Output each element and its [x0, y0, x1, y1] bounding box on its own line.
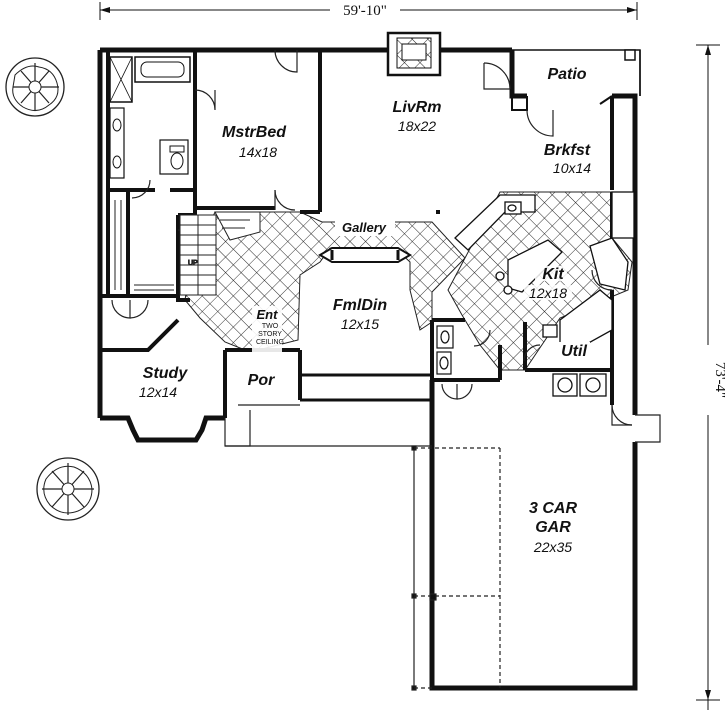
stair-up-label: UP — [188, 260, 198, 267]
toilet-icon — [159, 139, 189, 175]
width-dimension: 59'-10" — [99, 1, 638, 20]
staircase: UP — [179, 211, 261, 296]
room-name-kit: Kit — [542, 266, 564, 283]
closet-rods — [114, 200, 174, 291]
breakfast-corner — [511, 95, 613, 111]
room-name-por: Por — [248, 372, 275, 389]
depth-dimension-label: 73'-4" — [712, 362, 725, 398]
bathtub-icon — [134, 56, 191, 83]
room-name-livrm: LivRm — [393, 99, 442, 116]
tree-icon — [36, 457, 100, 521]
room-size-study: 12x14 — [139, 384, 177, 400]
porch-outline — [224, 404, 661, 447]
room-name-garage-2: GAR — [535, 519, 571, 536]
room-name-ent: Ent — [257, 307, 279, 322]
garage-doors — [411, 445, 501, 691]
room-name-fmldin: FmlDin — [333, 297, 387, 314]
tree-icon — [5, 57, 65, 117]
kitchen-fixtures — [454, 191, 635, 397]
room-name-garage: 3 CAR — [529, 500, 577, 517]
room-name-patio: Patio — [547, 66, 586, 83]
room-size-fmldin: 12x15 — [341, 316, 379, 332]
room-size-garage: 22x35 — [533, 539, 572, 555]
dining-window-bays — [318, 247, 412, 263]
patio-outline — [512, 49, 641, 96]
ent-note-line1: TWO — [262, 323, 279, 330]
room-name-brkfst: Brkfst — [544, 142, 591, 159]
room-size-mstrbed: 14x18 — [239, 144, 277, 160]
room-labels: Patio LivRm 18x22 Brkfst 10x14 MstrBed 1… — [139, 66, 591, 555]
width-dimension-label: 59'-10" — [343, 3, 387, 19]
room-name-util: Util — [561, 343, 587, 360]
interior-walls — [100, 50, 614, 418]
powder-room-fixtures — [436, 325, 454, 375]
room-name-mstrbed: MstrBed — [222, 124, 287, 141]
room-name-gallery: Gallery — [342, 220, 387, 235]
shower-icon — [109, 56, 133, 103]
ent-note-line3: CEILING — [256, 339, 284, 346]
ent-note-line2: STORY — [258, 331, 282, 338]
room-size-livrm: 18x22 — [398, 118, 436, 134]
room-name-study: Study — [143, 365, 189, 382]
room-size-kit: 12x18 — [529, 285, 567, 301]
fireplace-icon — [386, 31, 442, 77]
exterior-walls — [97, 47, 638, 691]
depth-dimension: 73'-4" — [696, 44, 725, 710]
column-marker — [436, 210, 440, 214]
vanity-icon — [109, 107, 125, 179]
room-size-brkfst: 10x14 — [553, 160, 591, 176]
